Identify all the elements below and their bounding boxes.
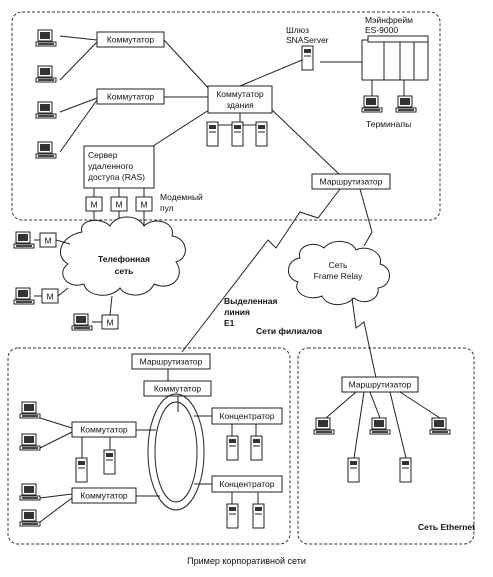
telephone-network-label-2: сеть: [115, 266, 134, 276]
hub-label: Концентратор: [220, 411, 275, 421]
workstation-icon: [369, 417, 391, 435]
switch-hq-1[interactable]: Коммутатор: [96, 31, 165, 48]
figure-caption: Пример корпоративной сети: [187, 556, 306, 566]
workstation-icon: [19, 509, 41, 527]
terminal-icon: [361, 95, 383, 113]
mainframe-label-2: ES-9000: [365, 25, 398, 35]
router-hq[interactable]: Маршрутизатор: [311, 173, 391, 190]
router-label: Маршрутизатор: [349, 380, 412, 390]
modem-label: M: [115, 200, 122, 210]
telephone-network-label-1: Телефонная: [98, 254, 150, 264]
switch-branch-top[interactable]: Коммутатор: [143, 380, 212, 397]
mainframe-icon[interactable]: [361, 35, 429, 81]
gateway-label-2: SNAServer: [286, 35, 329, 45]
remote-modem-3[interactable]: M: [101, 314, 119, 330]
remote-workstation-icon: [13, 231, 35, 249]
server-icon: [226, 503, 239, 529]
modem-label: M: [46, 292, 53, 302]
modem-label: M: [90, 200, 97, 210]
frame-relay-label-1: Сеть: [329, 260, 348, 270]
server-icon: [75, 457, 88, 483]
remote-workstation-icon: [13, 287, 35, 305]
terminals-label: Терминалы: [366, 119, 411, 129]
workstation-icon: [313, 417, 335, 435]
modem-pool-label-1: Модемный: [160, 192, 203, 202]
switch-hq-2[interactable]: Коммутатор: [96, 88, 165, 105]
hq-network-region: [11, 11, 441, 221]
leased-line-label-2: линия: [224, 307, 250, 317]
switch-label: Коммутатор: [154, 384, 202, 394]
remote-modem-2[interactable]: M: [41, 288, 59, 304]
ras-server[interactable]: Сервер удаленного доступа (RAS): [83, 145, 155, 189]
leased-line-label-3: E1: [224, 318, 235, 328]
terminal-icon: [395, 95, 417, 113]
telephone-network-cloud: Телефонная сеть: [59, 216, 186, 296]
frame-relay-label-2: Frame Relay: [314, 271, 363, 281]
server-icon: [206, 121, 219, 147]
workstation-icon: [35, 29, 57, 47]
server-icon: [231, 121, 244, 147]
branch-networks-label: Сети филиалов: [256, 326, 322, 336]
router-label: Маршрутизатор: [320, 177, 383, 187]
ras-label-2: удаленного: [88, 161, 133, 171]
server-icon: [399, 457, 412, 483]
server-icon: [250, 435, 263, 461]
ethernet-network-region: [297, 347, 475, 545]
server-icon: [255, 121, 268, 147]
workstation-icon: [429, 417, 451, 435]
ring-backbone: [147, 393, 205, 511]
modem-label: M: [140, 200, 147, 210]
hub-branch-2[interactable]: Концентратор: [211, 475, 283, 493]
leased-line-label-1: Выделенная: [224, 296, 278, 306]
modem-3[interactable]: M: [135, 196, 153, 212]
server-icon: [252, 503, 265, 529]
switch-label: Коммутатор: [80, 491, 128, 501]
wan-links: [181, 188, 377, 379]
modem-1[interactable]: M: [85, 196, 103, 212]
workstation-icon: [19, 483, 41, 501]
mainframe-label-1: Мэйнфрейм: [365, 15, 413, 25]
router-ethernet[interactable]: Маршрутизатор: [341, 376, 419, 393]
switch-label: Коммутатор: [107, 92, 155, 102]
ethernet-links: [325, 391, 441, 459]
workstation-icon: [19, 433, 41, 451]
modem-2[interactable]: M: [110, 196, 128, 212]
modem-label: M: [106, 318, 113, 328]
frame-relay-cloud: Сеть Frame Relay: [288, 241, 390, 305]
gateway-label-1: Шлюз: [286, 25, 309, 35]
server-icon: [226, 435, 239, 461]
remote-workstation-icon: [71, 313, 93, 331]
workstation-icon: [35, 141, 57, 159]
router-branch[interactable]: Маршрутизатор: [131, 353, 211, 370]
building-switch-label-1: Коммутатор: [216, 89, 264, 99]
server-icon: [103, 449, 116, 475]
switch-label: Коммутатор: [107, 35, 155, 45]
switch-branch-1[interactable]: Коммутатор: [71, 421, 137, 438]
switch-label: Коммутатор: [80, 425, 128, 435]
ethernet-network-label: Сеть Ethernet: [418, 522, 475, 532]
modem-pool-label-2: пул: [160, 203, 174, 213]
gateway-server-icon[interactable]: [301, 45, 314, 71]
workstation-icon: [35, 101, 57, 119]
ras-label-1: Сервер: [88, 150, 118, 160]
building-switch-label-2: здания: [226, 100, 254, 110]
hub-branch-1[interactable]: Концентратор: [211, 407, 283, 425]
branch-links: [39, 369, 259, 523]
workstation-icon: [35, 65, 57, 83]
workstation-icon: [19, 401, 41, 419]
ras-label-3: доступа (RAS): [88, 172, 145, 182]
server-icon: [347, 457, 360, 483]
remote-user-links: [34, 239, 113, 323]
switch-branch-2[interactable]: Коммутатор: [71, 487, 137, 504]
building-switch[interactable]: Коммутатор здания: [207, 85, 273, 114]
modem-label: M: [44, 236, 51, 246]
remote-modem-1[interactable]: M: [39, 232, 57, 248]
branch-network-region: [7, 347, 291, 545]
hub-label: Концентратор: [220, 479, 275, 489]
router-label: Маршрутизатор: [140, 357, 203, 367]
